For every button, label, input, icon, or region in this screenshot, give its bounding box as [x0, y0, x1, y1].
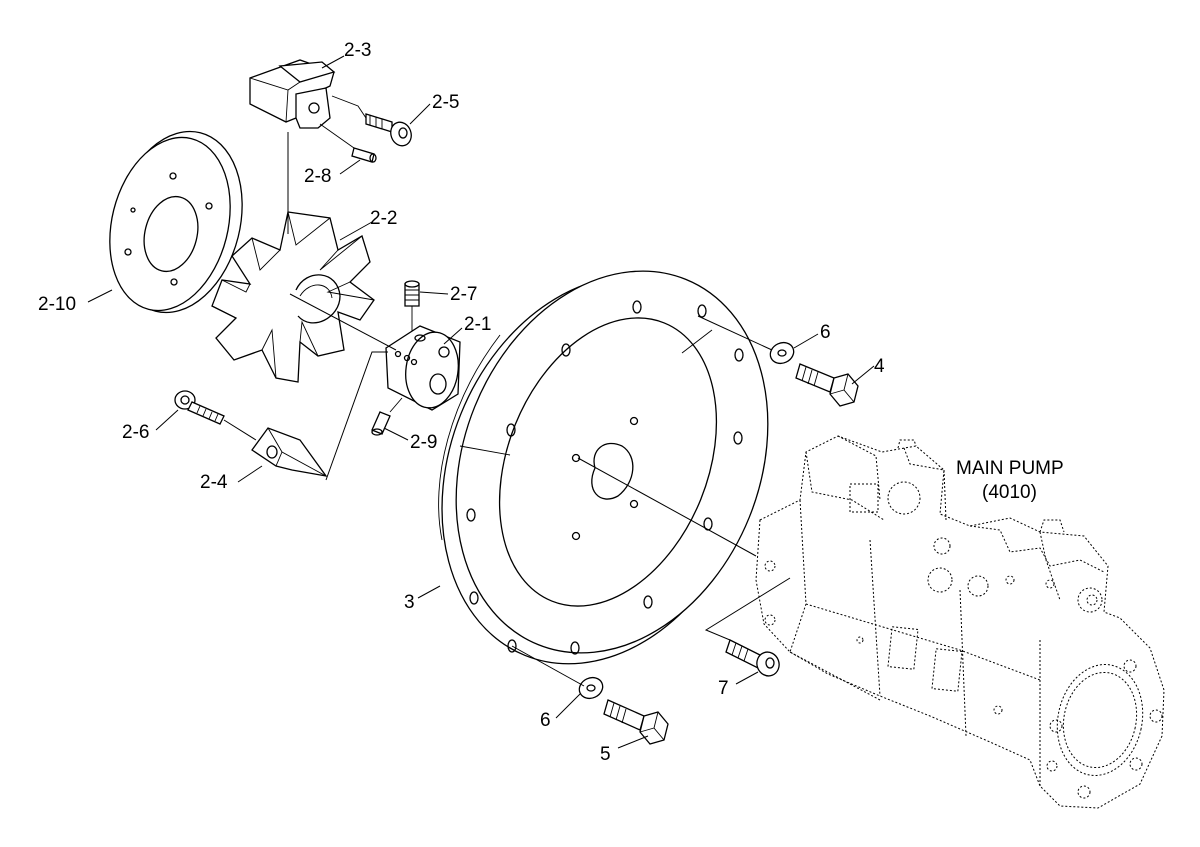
label-2-9: 2-9 — [410, 432, 437, 453]
part-2-2-rubber-element — [211, 211, 375, 383]
part-labels: 2-3 2-5 2-8 2-2 2-10 2-7 2-1 2-9 2-6 2-4… — [38, 40, 1064, 765]
assembly-center-lines — [223, 132, 397, 481]
main-pump-outline — [755, 435, 1165, 809]
part-6-washer-top — [769, 341, 795, 365]
label-2-7: 2-7 — [450, 284, 477, 305]
part-6-washer-bottom — [578, 676, 604, 700]
label-3: 3 — [404, 592, 415, 613]
part-5-hex-bolt — [603, 699, 669, 745]
part-7-socket-bolt — [725, 639, 780, 677]
label-2-4: 2-4 — [200, 472, 228, 493]
label-7: 7 — [718, 678, 729, 699]
flywheel-center-lines — [511, 315, 791, 687]
part-2-7-set-screw — [404, 280, 420, 336]
part-2-4-wedge — [251, 427, 328, 477]
label-2-5: 2-5 — [432, 92, 459, 113]
label-5: 5 — [600, 744, 611, 765]
label-main-pump-code: (4010) — [982, 482, 1037, 503]
part-2-10-coupling-disc — [109, 130, 243, 314]
label-main-pump: MAIN PUMP — [956, 458, 1064, 479]
part-2-6-cap-screw — [174, 390, 225, 425]
callout-leader-lines — [87, 55, 875, 749]
label-2-6: 2-6 — [122, 422, 149, 443]
label-6-top: 6 — [820, 322, 831, 343]
part-2-1-hub — [385, 325, 461, 411]
part-4-hex-bolt — [795, 363, 859, 407]
label-2-2: 2-2 — [370, 208, 397, 229]
label-2-3: 2-3 — [344, 40, 371, 61]
part-2-9-spring-pin — [371, 397, 403, 436]
label-2-8: 2-8 — [304, 166, 331, 187]
label-2-1: 2-1 — [464, 314, 491, 335]
part-2-5-cap-screw — [331, 95, 412, 147]
label-2-10: 2-10 — [38, 294, 76, 315]
part-2-3-clamp — [249, 59, 336, 129]
part-2-8-pin — [319, 123, 377, 163]
label-4: 4 — [874, 356, 885, 377]
label-6-bottom: 6 — [540, 710, 551, 731]
